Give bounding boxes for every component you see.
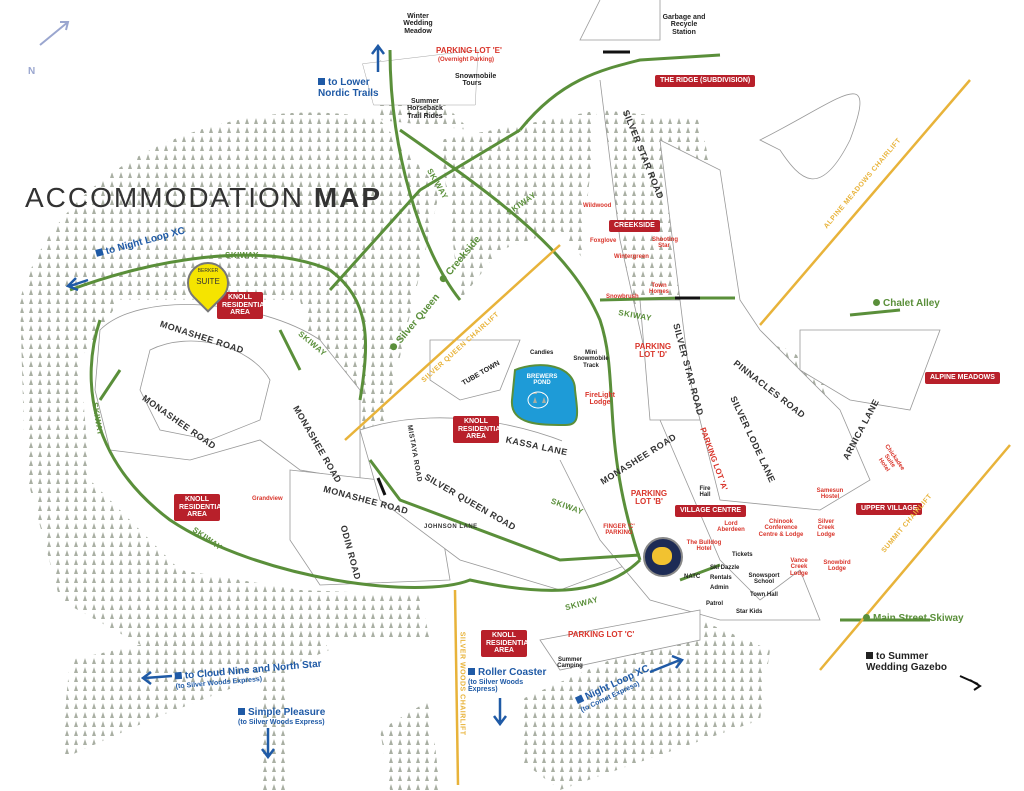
label-natc: NATC xyxy=(684,574,701,580)
label-samesun: Samesun Hostel xyxy=(816,488,844,501)
label-snowmobile: Snowmobile Tours xyxy=(455,73,497,88)
badge-knoll-4[interactable]: KNOLL RESIDENTIAL AREA xyxy=(481,630,533,658)
label-admin: Admin xyxy=(710,585,729,591)
label-ski-dazzle: Ski Dazzle xyxy=(710,565,740,571)
label-garbage: Garbage and Recycle Station xyxy=(662,14,706,36)
label-silver-creek: Silver Creek Lodge xyxy=(817,519,835,538)
bridges xyxy=(376,50,700,496)
label-grandview: Grandview xyxy=(252,496,283,502)
trail-lower-nordic[interactable]: to Lower Nordic Trails xyxy=(318,77,379,99)
badge-the-ridge[interactable]: THE RIDGE (SUBDIVISION) xyxy=(655,75,756,87)
label-wintergreen: Wintergreen xyxy=(614,254,649,260)
label-parking-e-sub: (Overnight Parking) xyxy=(438,57,495,63)
label-snowbird: Snowbird Lodge xyxy=(823,560,851,573)
label-foxglove: Foxglove xyxy=(590,238,617,244)
label-parking-e[interactable]: PARKING LOT 'E' xyxy=(436,46,502,55)
label-town-homes: Town Homes xyxy=(648,283,669,296)
badge-creekside[interactable]: CREEKSIDE xyxy=(609,220,660,232)
badge-knoll-3[interactable]: KNOLL RESIDENTIAL AREA xyxy=(174,494,226,522)
road-johnson: JOHNSON LANE xyxy=(424,524,478,530)
label-parking-b[interactable]: PARKING LOT 'B' xyxy=(630,489,668,507)
label-mini-snowmobile: Mini Snowmobile Track xyxy=(573,350,609,369)
badge-upper-village[interactable]: UPPER VILLAGE xyxy=(856,503,923,515)
label-fire-hall: Fire Hall xyxy=(699,486,711,499)
label-finger-c[interactable]: FINGER 'C' PARKING xyxy=(603,524,635,537)
label-rentals: Rentals xyxy=(710,575,732,581)
lift-silver-woods: SILVER WOODS CHAIRLIFT xyxy=(458,631,466,736)
chairlift-lines xyxy=(344,79,1011,786)
label-town-hall: Town Hall xyxy=(750,592,778,598)
north-arrow-icon xyxy=(39,21,70,46)
gazebo-arrow xyxy=(959,675,982,691)
trail-arrows xyxy=(65,43,684,760)
label-horseback: Summer Horseback Trail Rides xyxy=(407,98,443,120)
skiway-label-1: SKIWAY xyxy=(225,251,259,260)
streets xyxy=(94,0,941,671)
badge-alpine-meadows[interactable]: ALPINE MEADOWS xyxy=(925,372,1000,384)
label-lord-aberdeen: Lord Aberdeen xyxy=(717,521,745,534)
label-snowbrush: Snowbrush xyxy=(606,294,639,300)
label-snowsport: Snowsport School xyxy=(748,573,780,586)
trail-wedding-gazebo[interactable]: to Summer Wedding Gazebo xyxy=(866,651,947,673)
label-bulldog-hotel: The Bulldog Hotel xyxy=(686,540,722,553)
label-patrol: Patrol xyxy=(706,601,724,607)
page-title: ACCOMMODATION MAP xyxy=(25,182,383,213)
label-parking-c[interactable]: PARKING LOT 'C' xyxy=(568,630,635,639)
trail-main-street[interactable]: Main Street Skiway xyxy=(863,613,964,625)
trail-roller-coaster[interactable]: Roller Coaster(to Silver Woods Express) xyxy=(468,667,547,693)
trail-chalet-alley[interactable]: Chalet Alley xyxy=(873,298,940,310)
north-label: N xyxy=(28,66,36,77)
label-shooting-star: Shooting Star xyxy=(652,237,678,250)
bulldog-logo-icon xyxy=(643,537,683,577)
label-vance-creek: Vance Creek Lodge xyxy=(790,558,808,577)
badge-knoll-2[interactable]: KNOLL RESIDENTIAL AREA xyxy=(453,416,505,444)
badge-village-centre[interactable]: VILLAGE CENTRE xyxy=(675,505,747,517)
label-firelight: FireLight Lodge xyxy=(585,392,615,407)
label-winter-wedding: Winter Wedding Meadow xyxy=(403,13,433,35)
label-star-kids: Star Kids xyxy=(736,609,763,615)
label-wildwood: Wildwood xyxy=(583,203,612,209)
label-parking-d[interactable]: PARKING LOT 'D' xyxy=(634,342,672,360)
label-tickets: Tickets xyxy=(732,552,753,558)
badge-knoll-1[interactable]: KNOLL RESIDENTIAL AREA xyxy=(217,292,269,320)
label-summer-camping: Summer Camping xyxy=(557,657,583,670)
label-chinook: Chinook Conference Centre & Lodge xyxy=(758,519,804,538)
trail-simple-pleasure[interactable]: Simple Pleasure(to Silver Woods Express) xyxy=(238,707,326,726)
label-candies: Candies xyxy=(530,350,554,356)
label-brewers-pond: BREWERS POND xyxy=(526,374,558,387)
